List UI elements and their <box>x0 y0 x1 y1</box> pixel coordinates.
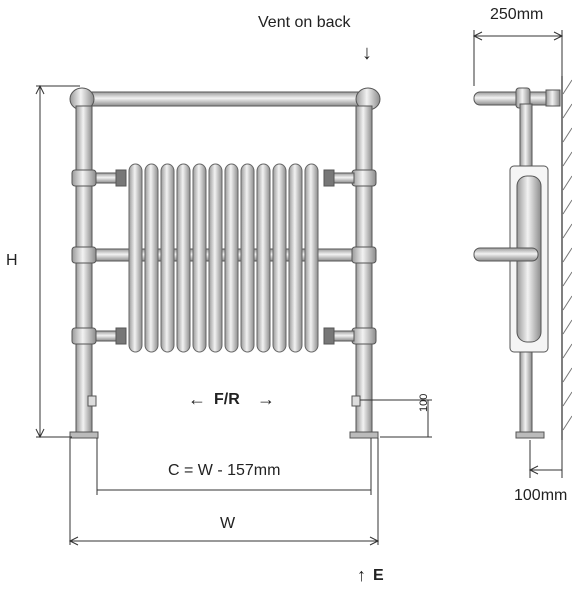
hatch-line <box>562 103 572 119</box>
middle-rail <box>83 248 365 262</box>
centres-label: C = W - 157mm <box>168 462 281 479</box>
radiator-columns <box>128 163 319 353</box>
side-view <box>472 30 572 478</box>
radiator-column <box>288 163 303 353</box>
hatch-line <box>562 79 572 95</box>
flow-return-label: F/R <box>214 391 240 408</box>
radiator-column <box>128 163 143 353</box>
left-leg <box>75 105 93 437</box>
hatch-line <box>562 175 572 191</box>
top-rail <box>81 91 369 107</box>
entry-label: E <box>373 567 384 584</box>
radiator-column <box>224 163 239 353</box>
right-foot <box>349 431 379 439</box>
radiator-column <box>144 163 159 353</box>
hatch-line <box>562 391 572 407</box>
radiator-column <box>176 163 191 353</box>
wall-gap-label: 100mm <box>514 487 568 504</box>
radiator-column <box>160 163 175 353</box>
radiator-column <box>192 163 207 353</box>
dimension-lines <box>35 84 432 546</box>
radiator-column <box>304 163 319 353</box>
hatch-line <box>562 151 572 167</box>
hatch-line <box>562 271 572 287</box>
left-valve <box>87 395 97 407</box>
height-label: H <box>6 252 18 269</box>
radiator-column <box>272 163 287 353</box>
hatch-line <box>562 415 572 431</box>
radiator-connectors <box>95 169 355 345</box>
hatch-line <box>562 223 572 239</box>
radiator-column <box>208 163 223 353</box>
front-view <box>69 87 381 439</box>
arrow-left-icon: ← <box>188 389 206 409</box>
hatch-line <box>562 127 572 143</box>
radiator-column <box>240 163 255 353</box>
arrow-up-icon: ↑ <box>357 565 366 585</box>
hatch-line <box>562 247 572 263</box>
depth-label: 250mm <box>490 6 544 23</box>
right-valve <box>351 395 361 407</box>
arrow-right-icon: → <box>257 389 275 409</box>
hatch-line <box>562 319 572 335</box>
hatch-line <box>562 367 572 383</box>
wall-hatching <box>562 79 572 431</box>
right-leg <box>355 105 373 437</box>
hatch-line <box>562 343 572 359</box>
width-label: W <box>220 515 236 532</box>
vent-label: Vent on back <box>258 14 351 31</box>
valve-height-label: 100 <box>418 393 430 412</box>
arrow-down-icon: ↓ <box>362 42 372 64</box>
hatch-line <box>562 199 572 215</box>
radiator-column <box>256 163 271 353</box>
hatch-line <box>562 295 572 311</box>
left-foot <box>69 431 99 439</box>
